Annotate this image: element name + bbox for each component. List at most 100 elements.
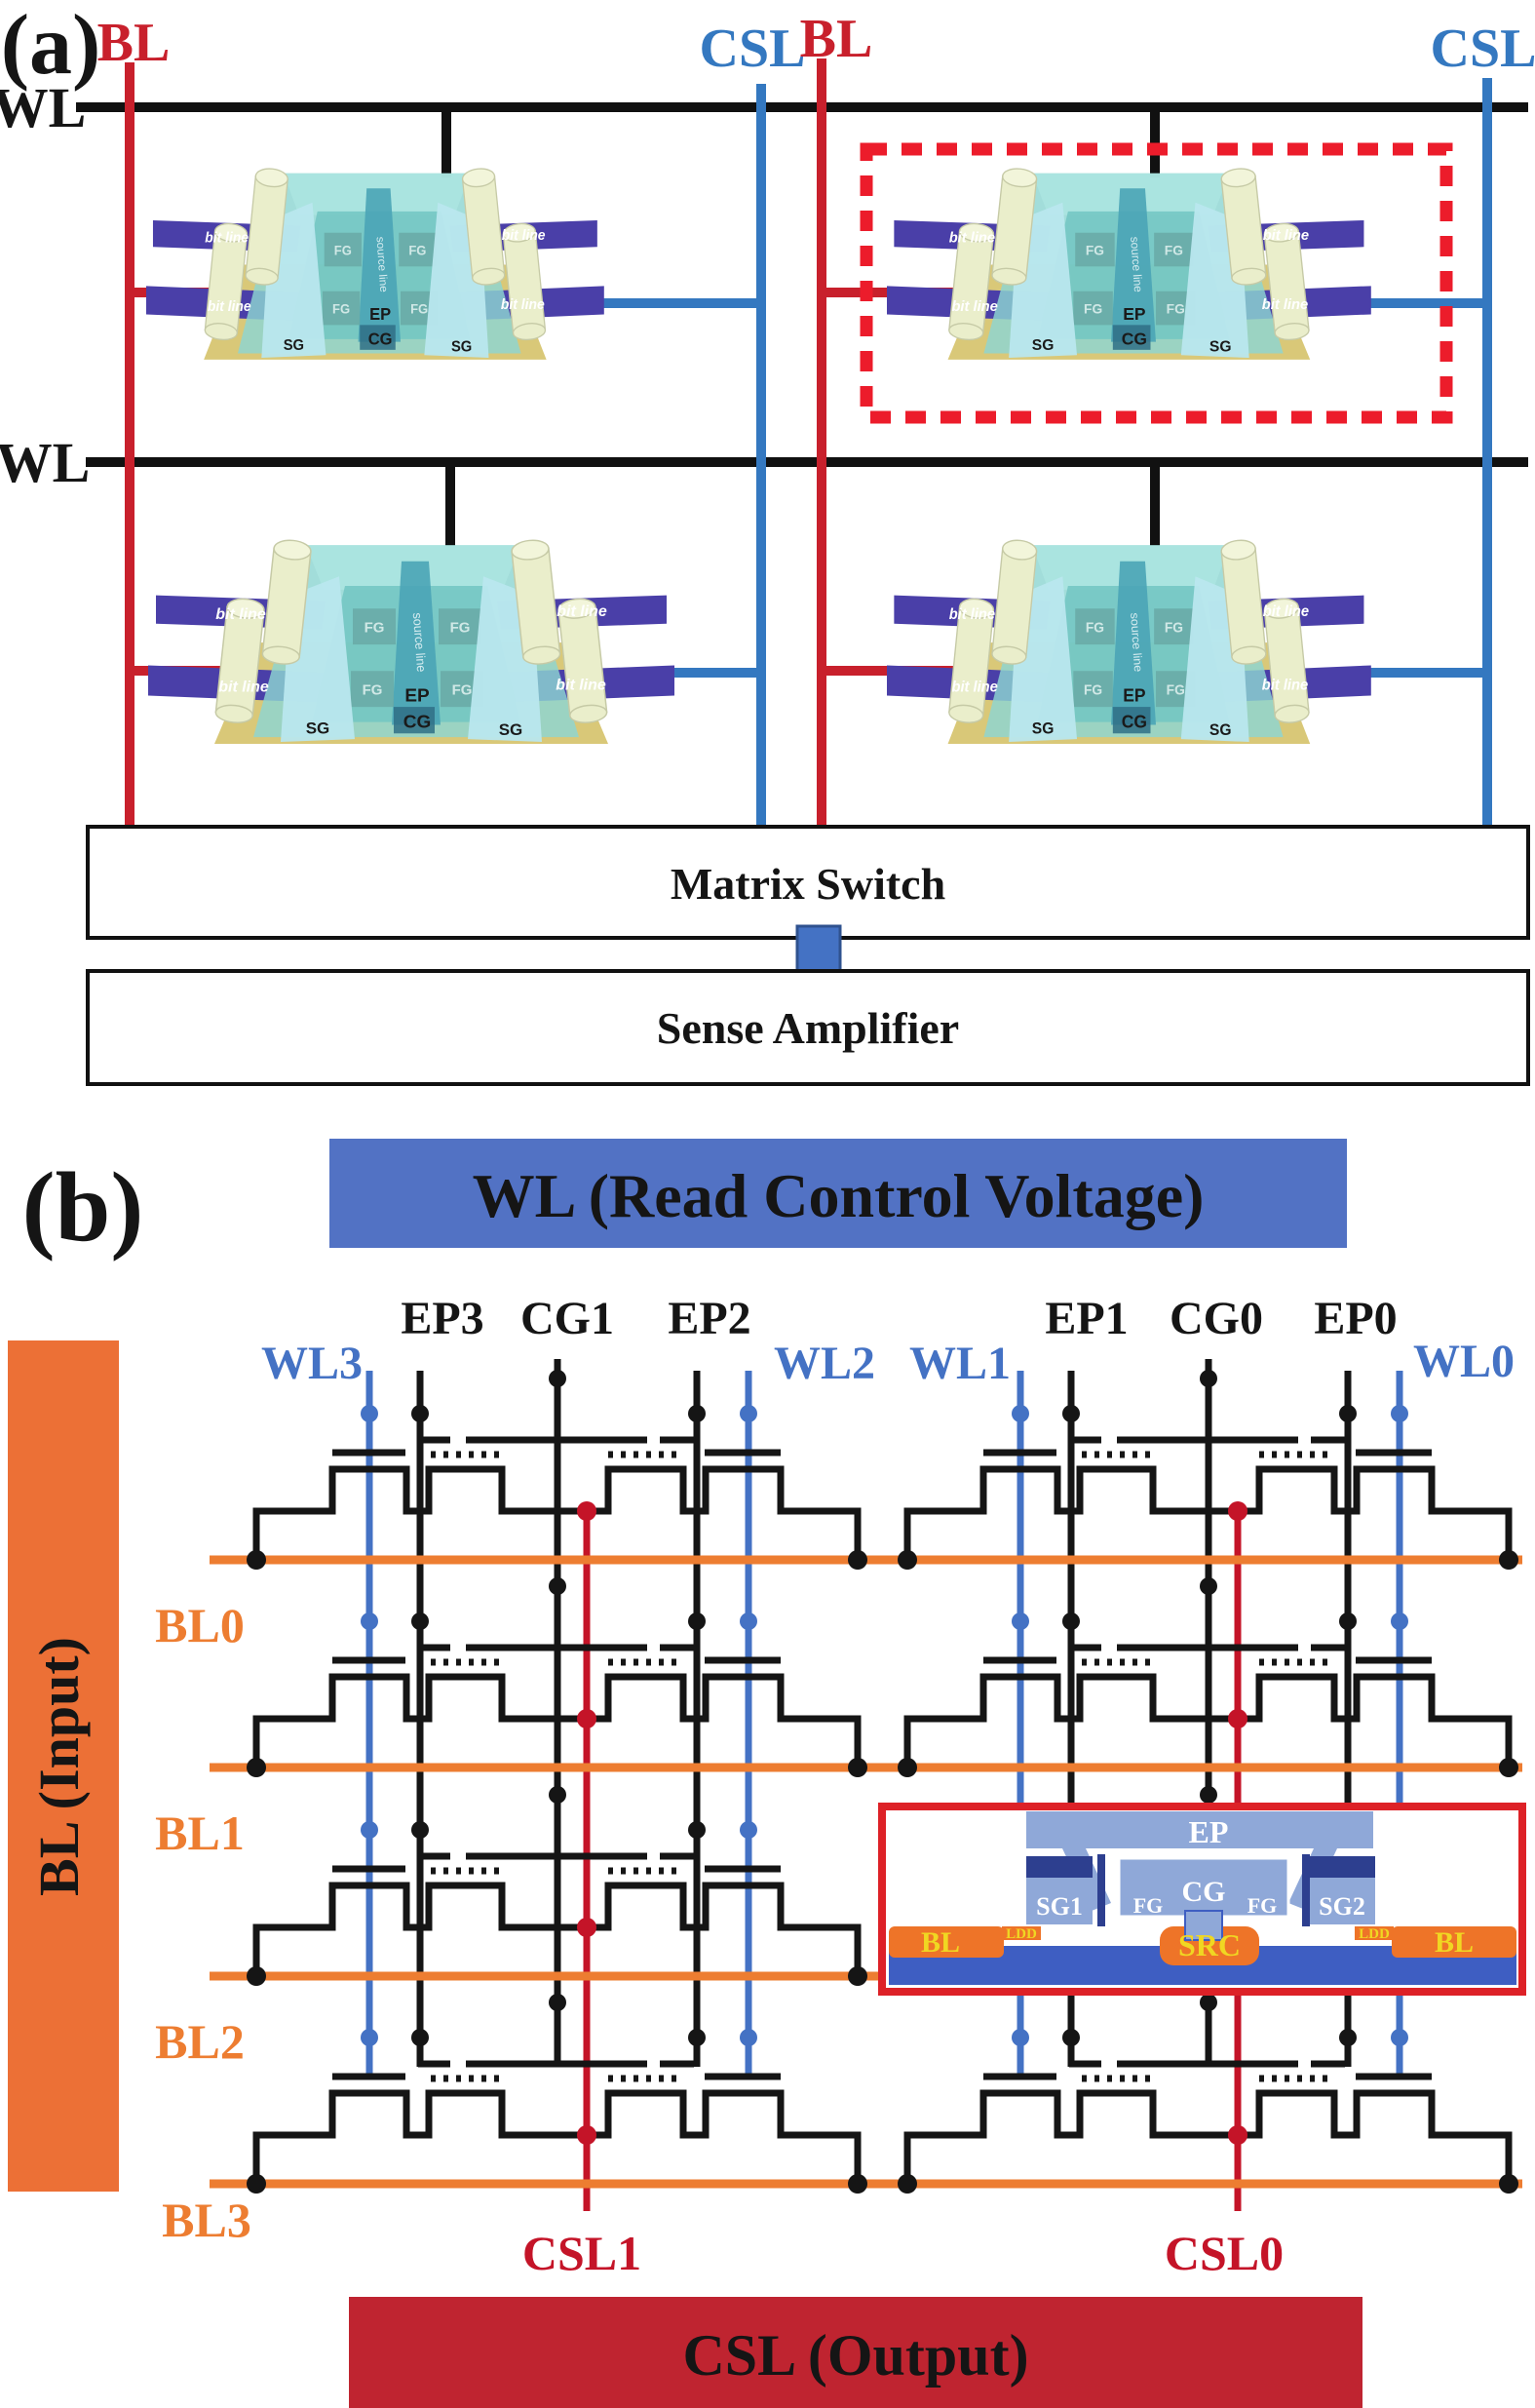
bit-line-label: bit line (1262, 677, 1308, 693)
memory-cell-3d-4: bit line bit line bit line bit line sour… (886, 537, 1372, 745)
bit-line-label: bit line (215, 606, 266, 623)
cg-label: CG (368, 330, 393, 348)
wordline-stubs (441, 107, 1160, 546)
csl-banner-box (349, 2297, 1362, 2408)
bit-line-label: bit line (205, 230, 249, 246)
inset-bl-left-label: BL (921, 1926, 960, 1959)
fg-label: FG (1165, 620, 1183, 636)
bit-line-label: bit line (218, 680, 269, 696)
sg-label: SG (499, 720, 523, 739)
csl-banner-label: CSL (Output) (682, 2323, 1028, 2388)
inset-gap-bar-left (1097, 1854, 1105, 1926)
inset-fg-right-label: FG (1247, 1893, 1278, 1918)
inset-cross-section: EP SG1 SG2 CG FG FG BL LDD SRC LDD BL (878, 1803, 1526, 1996)
matrix-switch-box (86, 825, 1530, 940)
inset-bl-left-region (889, 1926, 1004, 1958)
wl-vertical-lines (365, 1371, 1403, 2078)
source-line-label: source line (374, 236, 390, 292)
bl1-label: BL1 (155, 1806, 245, 1860)
inset-gap-bar-right (1302, 1854, 1310, 1926)
fg-label: FG (410, 301, 428, 316)
wl-label-row1: WL (0, 76, 86, 139)
col-label-ep1: EP1 (1045, 1293, 1128, 1344)
col-label-ep3: EP3 (401, 1293, 483, 1344)
fg-label: FG (365, 621, 385, 637)
matrix-switch-label: Matrix Switch (671, 859, 945, 909)
wl0-label: WL0 (1413, 1336, 1515, 1387)
col-label-cg0: CG0 (1170, 1293, 1263, 1344)
inset-sg1-band (1026, 1856, 1093, 1878)
wl-banner-box (329, 1139, 1347, 1248)
fg-label: FG (1084, 682, 1102, 698)
memory-cell-3d-1: bit line bit line bit line bit line sour… (145, 166, 605, 361)
fg-label: FG (450, 621, 471, 637)
bl-label-topleft: BL (97, 13, 171, 73)
bit-line-label: bit line (949, 606, 995, 623)
bl-label-top2: BL (800, 9, 873, 69)
source-line-label: source line (410, 612, 430, 673)
sg-label: SG (1209, 339, 1232, 356)
csl0-label: CSL0 (1165, 2226, 1284, 2280)
inset-fg-left-label: FG (1133, 1893, 1164, 1918)
panel-a-tag: (a) (1, 0, 101, 93)
bl0-label: BL0 (155, 1598, 245, 1652)
bit-line-label: bit line (1263, 603, 1309, 620)
wl3-label: WL3 (261, 1338, 363, 1389)
selected-cell-dashed-box (860, 142, 1453, 424)
ep-label: EP (404, 685, 429, 706)
bit-line-label: bit line (208, 299, 251, 315)
fg-label: FG (1084, 302, 1102, 317)
bl3-label: BL3 (162, 2193, 251, 2247)
fg-label: FG (334, 243, 352, 257)
inset-sg2-label: SG2 (1319, 1892, 1365, 1921)
memory-cell-3d-3: bit line bit line bit line bit line sour… (147, 537, 675, 745)
source-line-label: source line (1128, 612, 1145, 673)
bit-line-label: bit line (556, 678, 606, 694)
panel-b-tag: (b) (22, 1152, 144, 1262)
bit-line-label: bit line (949, 231, 995, 247)
inset-ldd-left-label: LDD (1006, 1926, 1037, 1942)
csl-branches (596, 298, 1487, 678)
inset-ldd-right-label: LDD (1359, 1926, 1390, 1942)
sg-label: SG (284, 337, 304, 354)
csl-label-top: CSL (700, 19, 806, 79)
sg-label: SG (306, 719, 330, 738)
bit-line-label: bit line (1263, 228, 1309, 244)
bl2-label: BL2 (155, 2014, 245, 2069)
fg-label: FG (1165, 244, 1183, 258)
inset-cg-stem (1184, 1910, 1223, 1941)
sg-label: SG (451, 338, 472, 355)
wl1-label: WL1 (909, 1338, 1011, 1389)
panel-a: bit line bit line bit line bit line sour… (0, 0, 1535, 1086)
fg-label: FG (1086, 620, 1104, 636)
fg-label: FG (1167, 302, 1185, 317)
bit-line-label: bit line (501, 297, 545, 313)
bl-input-bar (8, 1340, 119, 2192)
inset-cg-label: CG (1182, 1876, 1226, 1908)
inset-ldd-left-region (1002, 1926, 1041, 1940)
sense-amplifier-box (86, 969, 1530, 1086)
sg-label: SG (1209, 721, 1232, 739)
inset-src-label: SRC (1178, 1927, 1241, 1962)
inset-sg2-band (1309, 1856, 1375, 1878)
ep-label: EP (1123, 304, 1145, 324)
col-label-cg1: CG1 (520, 1293, 614, 1344)
inset-ldd-right-region (1355, 1926, 1394, 1940)
bit-line-label: bit line (951, 679, 997, 695)
wl2-label: WL2 (774, 1338, 875, 1389)
inset-bl-right-region (1392, 1926, 1516, 1958)
bit-line-label: bit line (556, 603, 607, 620)
source-line-label: source line (1128, 236, 1145, 292)
inset-ep-bar (1026, 1811, 1373, 1848)
inset-ep-label: EP (1189, 1814, 1229, 1849)
cg-label: CG (1122, 329, 1147, 348)
sense-amplifier-label: Sense Amplifier (657, 1003, 959, 1053)
inset-sg1-label: SG1 (1036, 1892, 1083, 1921)
fg-label: FG (408, 243, 426, 257)
col-label-ep0: EP0 (1314, 1293, 1397, 1344)
fg-label: FG (452, 683, 473, 699)
cg-label: CG (403, 712, 431, 732)
fg-label: FG (1167, 682, 1185, 698)
ep-label: EP (369, 305, 391, 324)
